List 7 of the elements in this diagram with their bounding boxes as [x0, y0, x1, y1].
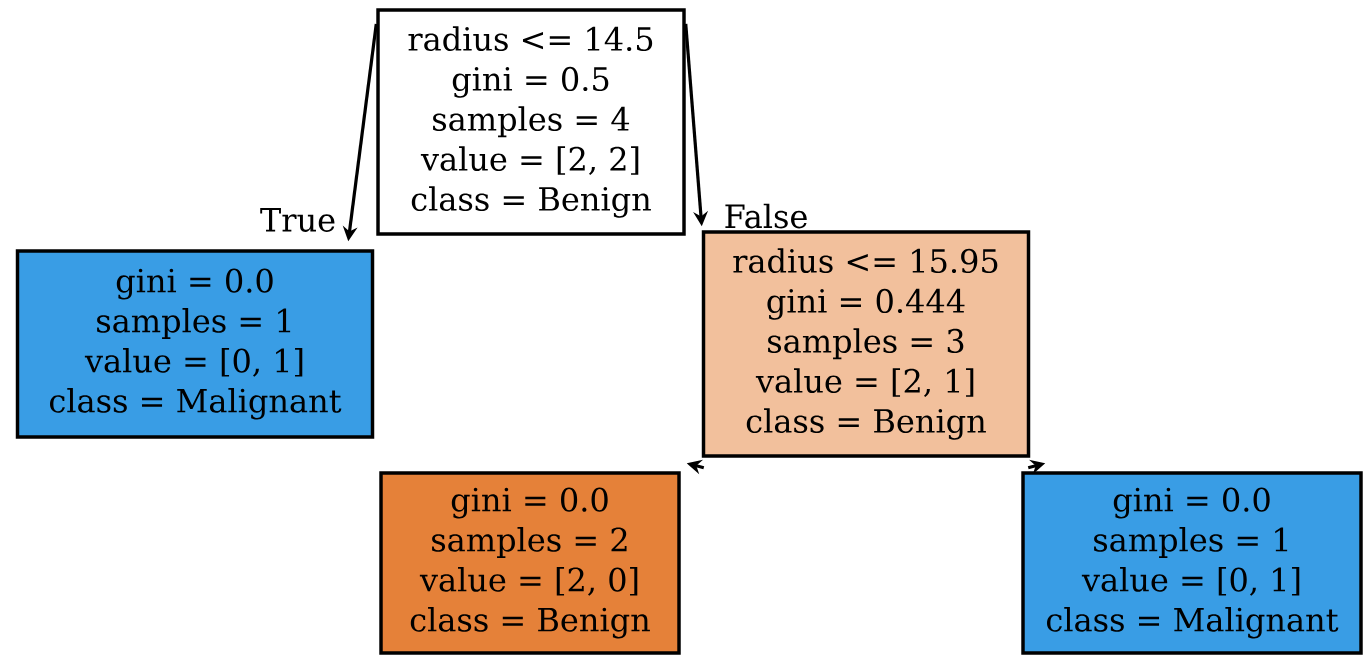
edge-label: False [725, 203, 807, 229]
tree-node-box: gini = 0.0 samples = 1 value = [0, 1] class = Malignant [1021, 471, 1363, 655]
tree-node-box: gini = 0.0 samples = 2 value = [2, 0] class = Benign [379, 471, 681, 655]
tree-node-box: radius <= 15.95 gini = 0.444 samples = 3 value = [2, 1] class = Benign [701, 230, 1031, 458]
tree-node-box: gini = 0.0 samples = 1 value = [0, 1] class = Malignant [15, 249, 375, 439]
edge-label: True [260, 208, 335, 232]
tree-node-box: radius <= 14.5 gini = 0.5 samples = 4 value = [2, 2] class = Benign [376, 8, 686, 236]
